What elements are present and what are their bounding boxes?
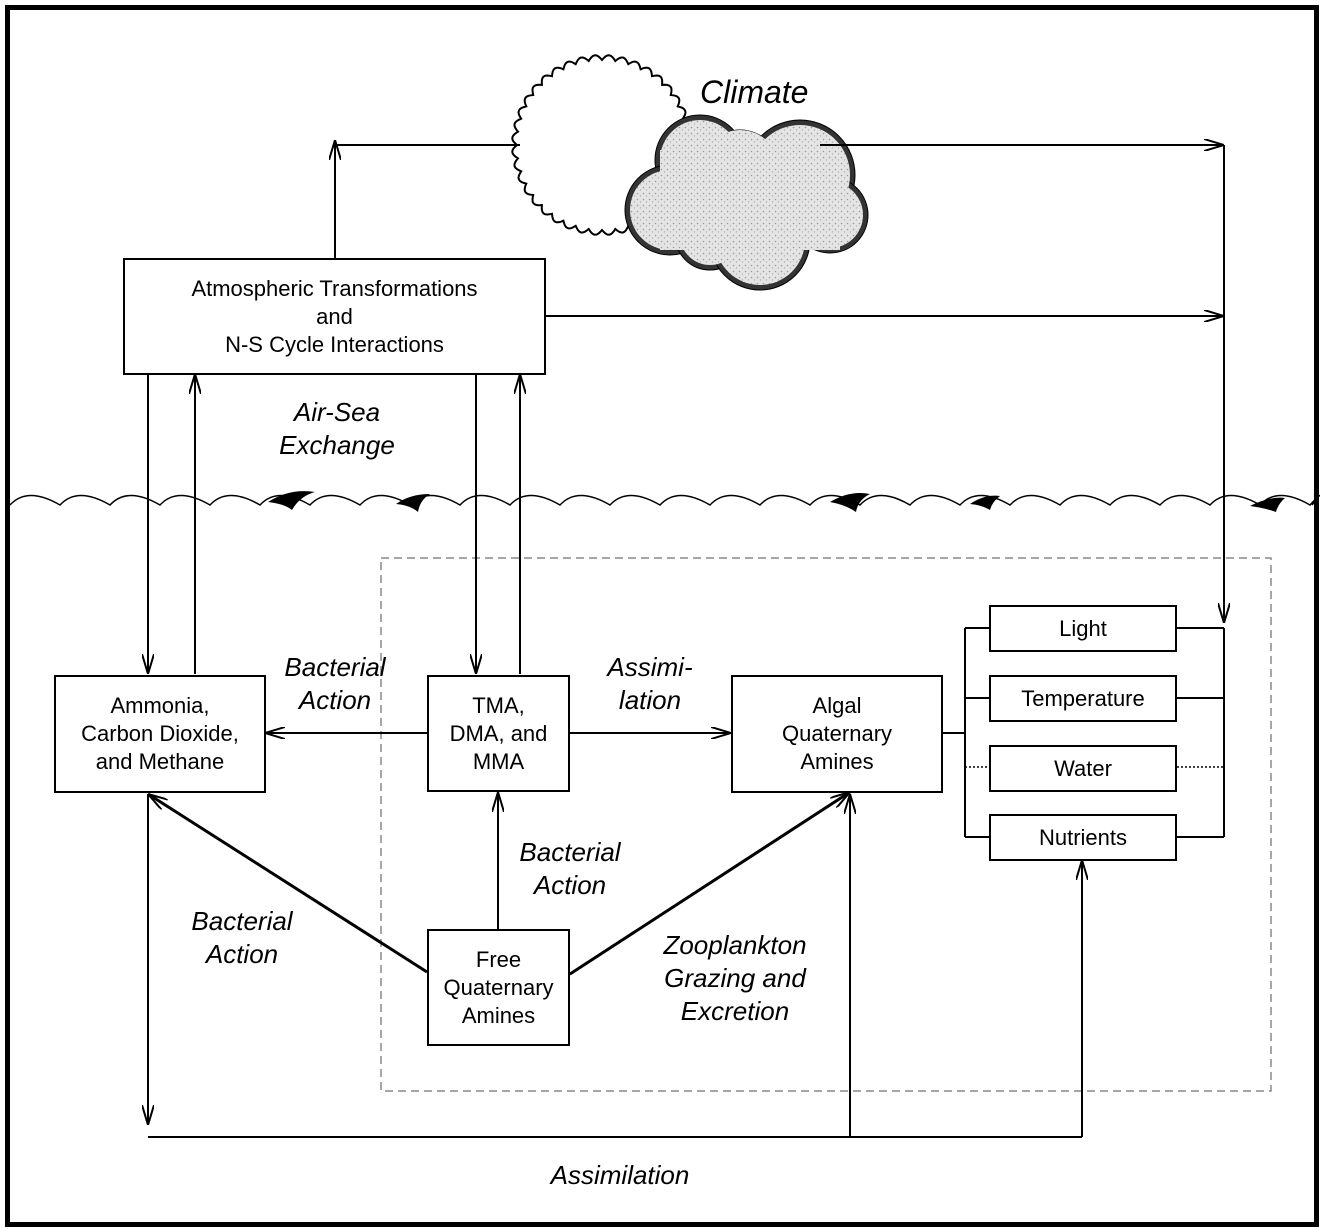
zooplankton-label: Zooplankton Grazing and Excretion xyxy=(663,930,807,1026)
algal-amines-box: Algal Quaternary Amines xyxy=(731,675,943,793)
ammonia-box: Ammonia, Carbon Dioxide, and Methane xyxy=(54,675,266,793)
zooplankton-arrow xyxy=(570,792,850,974)
sea-surface xyxy=(9,491,1320,512)
free-amines-box: Free Quaternary Amines xyxy=(427,929,570,1046)
tma-box: TMA, DMA, and MMA xyxy=(427,675,570,792)
bacterial-action-top-label: Bacterial Action xyxy=(284,652,386,715)
bacterial-action-left-label: Bacterial Action xyxy=(191,906,293,969)
cloud-icon xyxy=(624,114,869,291)
atmos-to-climate-line xyxy=(334,144,520,258)
climate-title: Climate xyxy=(700,74,809,110)
light-box: Light xyxy=(989,605,1177,652)
atmospheric-transformations-box: Atmospheric Transformations and N-S Cycl… xyxy=(123,258,546,375)
diagram-frame xyxy=(5,5,1319,1227)
assimilation-bottom-label: Assimilation xyxy=(550,1160,690,1190)
air-sea-exchange-label: Air-Sea Exchange xyxy=(279,397,395,460)
ocean-region-boundary xyxy=(380,557,1272,1092)
water-box: Water xyxy=(989,745,1177,792)
bacterial-action-mid-label: Bacterial Action xyxy=(519,837,621,900)
free-to-ammonia-arrow xyxy=(148,794,428,974)
assimilation-mid-label: Assimi- lation xyxy=(607,652,693,715)
nutrients-box: Nutrients xyxy=(989,814,1177,861)
temperature-box: Temperature xyxy=(989,675,1177,722)
